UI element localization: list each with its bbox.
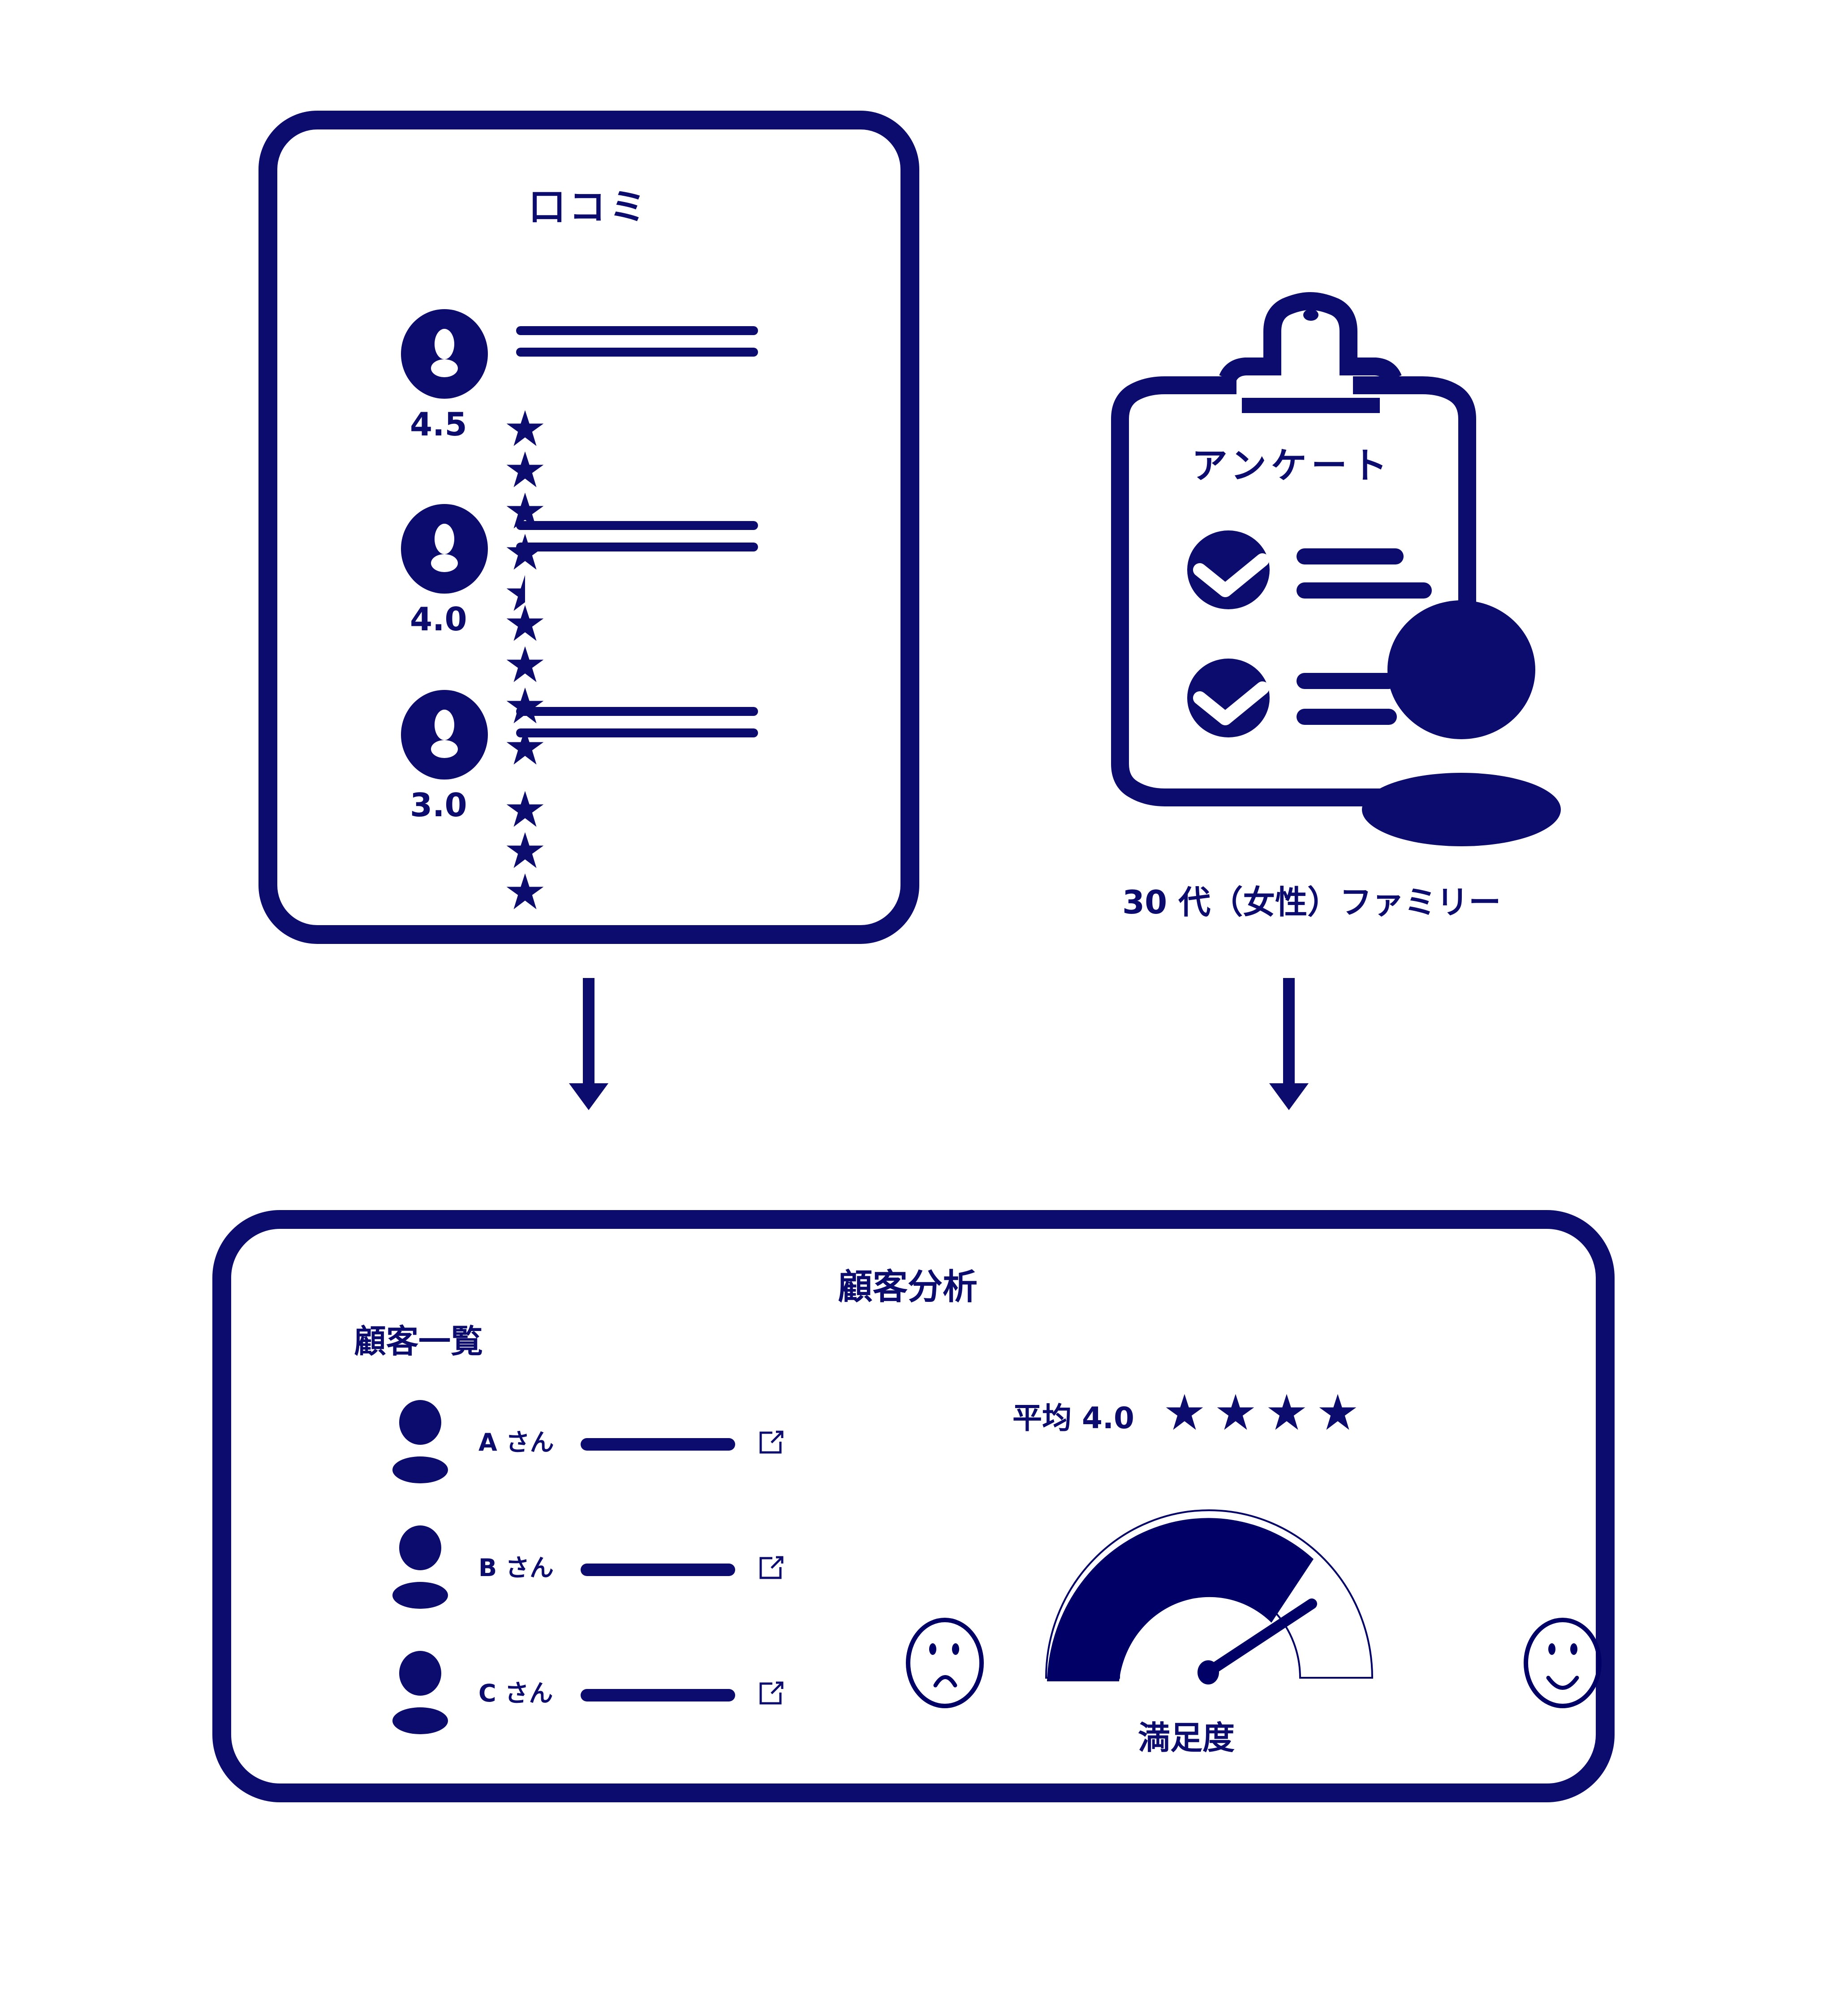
review-rating-label: 3.0 [410, 786, 467, 824]
customer-name: C さん [478, 1679, 553, 1707]
user-avatar-icon [401, 309, 488, 399]
star-icon [1319, 1394, 1357, 1430]
star-icon [1268, 1394, 1305, 1430]
star-icon [506, 605, 544, 641]
person-icon [392, 1525, 448, 1609]
arrow-right [1269, 978, 1309, 1110]
survey-text-lines [1297, 548, 1432, 725]
check-circle-icon [1187, 659, 1270, 737]
average-stars [1165, 1392, 1369, 1433]
review-stars [505, 603, 556, 768]
star-icon [506, 410, 544, 446]
review-text-lines [516, 707, 758, 737]
arrow-left [569, 978, 608, 1110]
customer-detail-bar [581, 1438, 735, 1451]
analysis-title: 顧客分析 [838, 1267, 978, 1307]
person-icon [392, 1651, 448, 1734]
star-icon [506, 687, 544, 724]
star-icon [506, 832, 544, 868]
customer-list-title: 顧客一覧 [354, 1322, 483, 1360]
customer-detail-bar [581, 1564, 735, 1576]
happy-face-icon [1524, 1618, 1602, 1708]
review-stars [505, 789, 556, 913]
person-icon [392, 1400, 448, 1483]
star-icon [1166, 1394, 1203, 1430]
reviews-title: 口コミ [529, 186, 650, 228]
satisfaction-gauge [1045, 1509, 1374, 1684]
star-icon [506, 791, 544, 827]
star-icon [506, 534, 544, 570]
reviews-box [258, 111, 919, 944]
person-icon [1362, 600, 1561, 846]
clipboard-icon [1111, 292, 1476, 806]
external-link-icon[interactable] [758, 1680, 785, 1707]
user-avatar-icon [401, 690, 488, 780]
survey-title: アンケート [1192, 445, 1392, 487]
star-icon [506, 646, 544, 682]
customer-detail-bar [581, 1689, 735, 1702]
star-icon [1217, 1394, 1254, 1430]
average-label: 平均 4.0 [1012, 1401, 1134, 1435]
half-star-icon [506, 575, 525, 611]
star-icon [506, 451, 544, 487]
customer-name: B さん [478, 1554, 554, 1582]
external-link-icon[interactable] [758, 1555, 785, 1581]
gauge-pivot [1198, 1660, 1219, 1684]
star-icon [506, 728, 544, 765]
gauge-needle [1202, 1598, 1317, 1678]
star-icon [506, 873, 544, 909]
review-text-lines [516, 521, 758, 551]
review-stars [505, 409, 556, 615]
respondent-label: 30 代（女性）ファミリー [1122, 883, 1501, 921]
star-icon [506, 492, 544, 529]
satisfaction-label: 満足度 [1138, 1719, 1235, 1757]
review-rating-label: 4.5 [410, 405, 467, 443]
analysis-box [212, 1210, 1615, 1802]
sad-face-icon [906, 1618, 984, 1708]
user-avatar-icon [401, 504, 488, 594]
external-link-icon[interactable] [758, 1429, 785, 1456]
review-text-lines [516, 326, 758, 357]
customer-name: A さん [478, 1428, 554, 1456]
review-rating-label: 4.0 [410, 600, 467, 638]
check-circle-icon [1187, 530, 1270, 609]
